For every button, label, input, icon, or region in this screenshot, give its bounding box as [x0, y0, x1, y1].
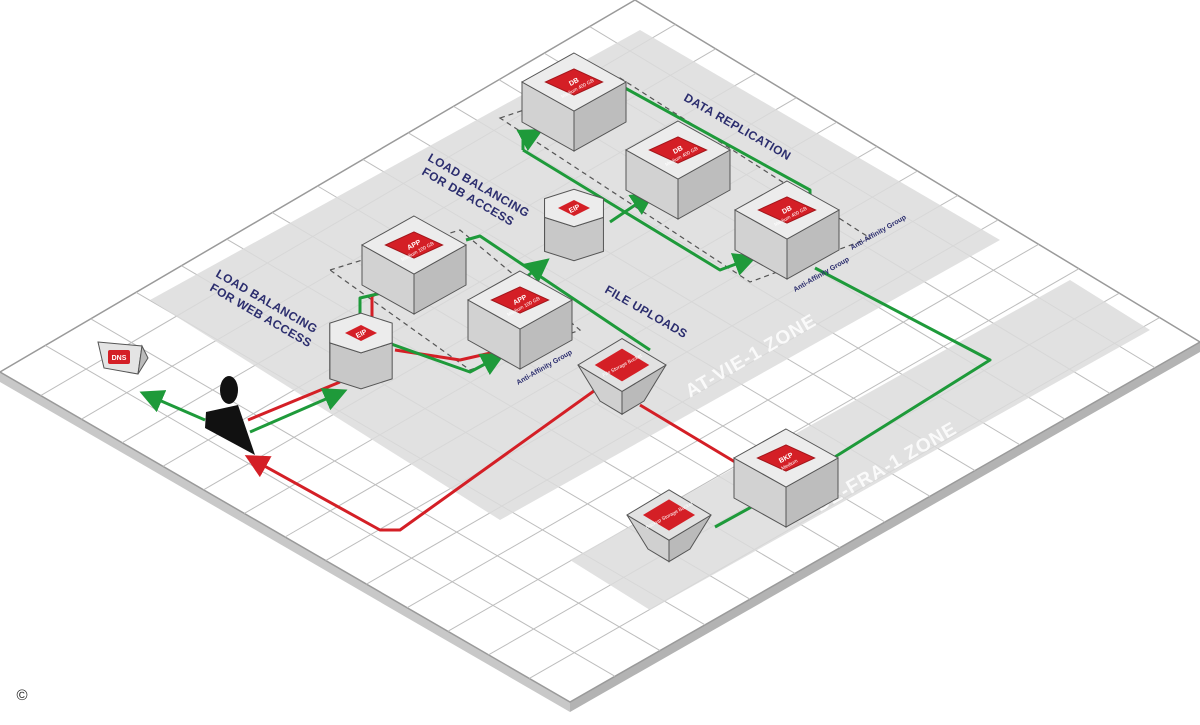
node-badge-eip_db: [558, 200, 590, 216]
node-badge-bkp: [756, 444, 816, 472]
route-app2-return: [379, 338, 506, 376]
route-eip-db-to-db1: [516, 129, 544, 152]
platform-side-left: [0, 372, 570, 712]
zone-at-vie-1: [150, 30, 1000, 520]
node-badge-db2: [648, 136, 708, 164]
user-body: [205, 405, 255, 455]
zone-de-fra-1: [570, 280, 1150, 610]
node-label-eip_web: EIP: [355, 328, 369, 340]
node-badge-eip_web: [345, 325, 377, 341]
node-eip_db: EIP: [544, 188, 604, 262]
route-user-to-dns: [139, 390, 206, 422]
node-eip_web: EIP: [329, 312, 393, 390]
route-eip-to-user: [249, 388, 348, 434]
route-db1-to-db3: [522, 148, 758, 276]
route-app1-to-bucket: [465, 234, 651, 352]
grid-line: [90, 318, 661, 652]
user-icon: [205, 376, 255, 455]
node-badge-backup_bucket: [642, 499, 696, 531]
node-label-dns: DNS: [112, 355, 127, 362]
node-label-eip_db: EIP: [568, 203, 582, 215]
node-badge-app2: [490, 286, 550, 314]
user-head: [220, 376, 238, 404]
route-bucket-to-bkp: [639, 403, 736, 464]
node-file_bucket: File Storage Bucket: [577, 338, 667, 416]
node-label-db1: DB: [568, 77, 580, 88]
dns-side: [137, 344, 149, 375]
node-badge-db3: [757, 196, 817, 224]
node-badge-app1: [384, 231, 444, 259]
route-db3-to-bkp: [814, 266, 992, 462]
copyright-mark: ©: [16, 687, 28, 704]
grid-line: [406, 243, 1039, 609]
platform-side-right: [570, 342, 1200, 712]
node-dns: DNS: [97, 341, 149, 375]
node-label-db2: DB: [672, 145, 684, 156]
route-backend-to-user: [244, 376, 613, 532]
node-badge-dns: [108, 350, 130, 364]
route-bkp-to-backup: [714, 503, 756, 529]
node-badge-file_bucket: [594, 348, 650, 382]
node-label-db3: DB: [781, 205, 793, 216]
node-backup_bucket: Backup Storage Bucket: [626, 489, 712, 563]
node-badge-db1: [544, 68, 604, 96]
